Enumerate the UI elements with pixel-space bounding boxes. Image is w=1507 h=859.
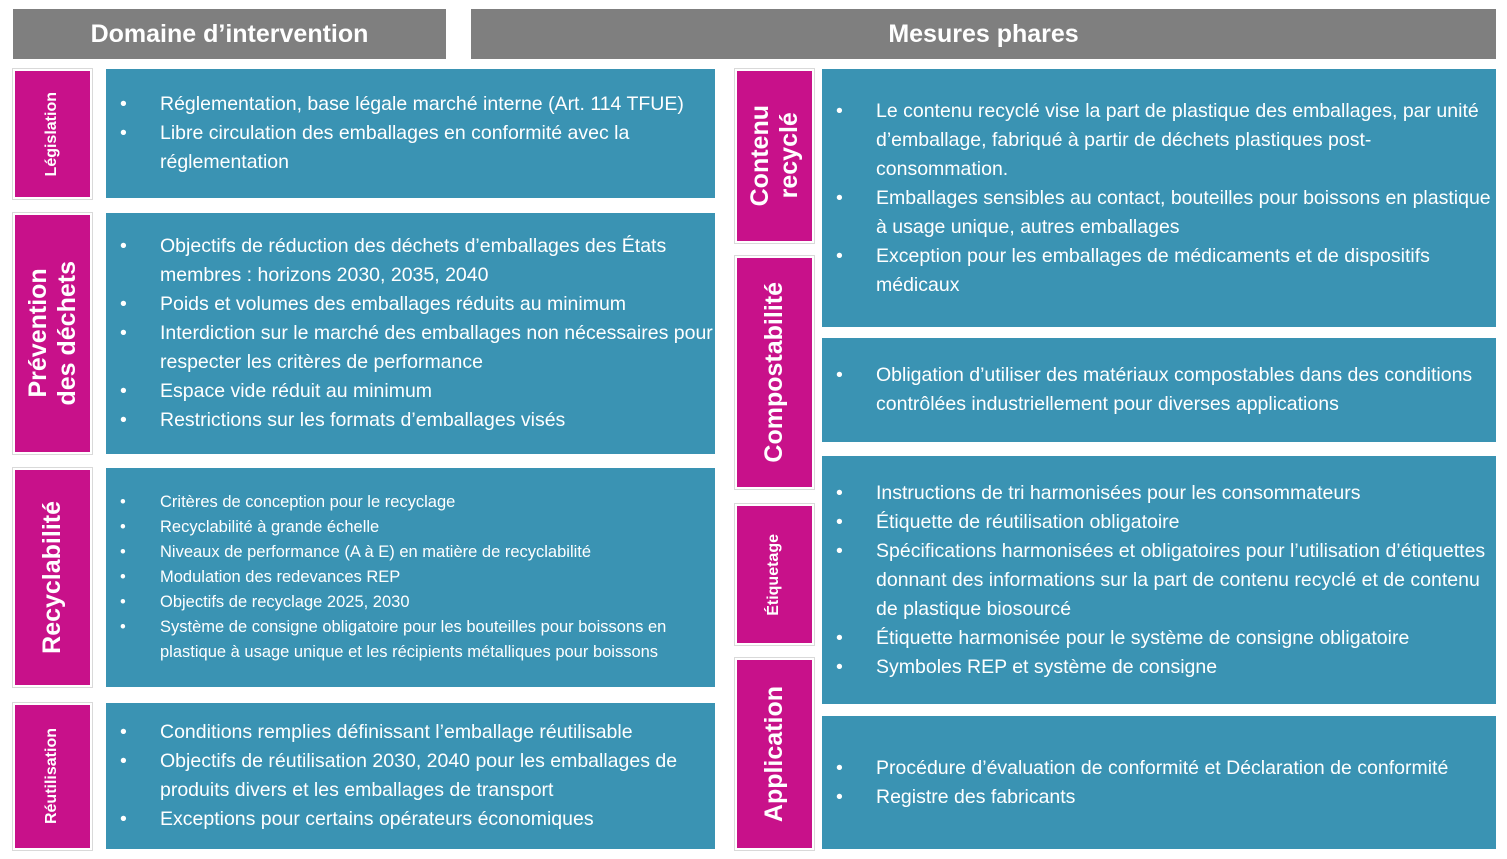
tag-etiquetage: Étiquetage	[734, 503, 815, 646]
list-item: Objectifs de recyclage 2025, 2030	[106, 590, 715, 615]
list-item: Étiquette harmonisée pour le système de …	[822, 624, 1496, 653]
tag-application: Application	[734, 657, 815, 851]
compostabilite-list: Obligation d’utiliser des matériaux comp…	[822, 361, 1496, 419]
recyclabilite-list: Critères de conception pour le recyclage…	[106, 490, 715, 665]
tag-legislation-label: Législation	[43, 91, 61, 177]
list-item: Poids et volumes des emballages réduits …	[106, 290, 715, 319]
tag-contenu-recycle: Contenu recyclé	[734, 68, 815, 244]
list-item: Objectifs de réutilisation 2030, 2040 po…	[106, 747, 715, 805]
list-item: Le contenu recyclé vise la part de plast…	[822, 97, 1496, 184]
header-domaine-label: Domaine d’intervention	[90, 19, 369, 48]
list-item: Niveaux de performance (A à E) en matièr…	[106, 540, 715, 565]
tag-recyclabilite-label: Recyclabilité	[38, 501, 67, 654]
list-item: Interdiction sur le marché des emballage…	[106, 319, 715, 377]
list-item: Critères de conception pour le recyclage	[106, 490, 715, 515]
box-reutilisation: Conditions remplies définissant l’emball…	[106, 703, 715, 849]
tag-compostabilite: Compostabilité	[734, 255, 815, 490]
list-item: Libre circulation des emballages en conf…	[106, 119, 715, 177]
list-item: Spécifications harmonisées et obligatoir…	[822, 537, 1496, 624]
tag-reutilisation-label: Réutilisation	[43, 728, 61, 825]
box-application: Procédure d’évaluation de conformité et …	[822, 716, 1496, 849]
tag-application-label: Application	[760, 685, 789, 823]
tag-etiquetage-label: Étiquetage	[765, 533, 783, 616]
contenu-recycle-list: Le contenu recyclé vise la part de plast…	[822, 97, 1496, 300]
list-item: Conditions remplies définissant l’emball…	[106, 718, 715, 747]
list-item: Symboles REP et système de consigne	[822, 653, 1496, 682]
tag-legislation: Législation	[12, 68, 93, 200]
tag-contenu-recycle-label: Contenu recyclé	[745, 105, 803, 207]
list-item: Système de consigne obligatoire pour les…	[106, 615, 715, 665]
box-prevention: Objectifs de réduction des déchets d’emb…	[106, 213, 715, 454]
legislation-list: Réglementation, base légale marché inter…	[106, 90, 715, 177]
reutilisation-list: Conditions remplies définissant l’emball…	[106, 718, 715, 834]
list-item: Procédure d’évaluation de conformité et …	[822, 754, 1496, 783]
list-item: Restrictions sur les formats d’emballage…	[106, 406, 715, 435]
header-domaine: Domaine d’intervention	[13, 9, 446, 59]
header-mesures-label: Mesures phares	[888, 19, 1079, 48]
list-item: Registre des fabricants	[822, 783, 1496, 812]
list-item: Objectifs de réduction des déchets d’emb…	[106, 232, 715, 290]
box-legislation: Réglementation, base légale marché inter…	[106, 69, 715, 198]
box-recyclabilite: Critères de conception pour le recyclage…	[106, 468, 715, 687]
list-item: Recyclabilité à grande échelle	[106, 515, 715, 540]
list-item: Réglementation, base légale marché inter…	[106, 90, 715, 119]
header-mesures: Mesures phares	[471, 9, 1496, 59]
list-item: Instructions de tri harmonisées pour les…	[822, 479, 1496, 508]
list-item: Emballages sensibles au contact, bouteil…	[822, 184, 1496, 242]
list-item: Obligation d’utiliser des matériaux comp…	[822, 361, 1496, 419]
box-compostabilite: Obligation d’utiliser des matériaux comp…	[822, 338, 1496, 442]
list-item: Modulation des redevances REP	[106, 565, 715, 590]
list-item: Exceptions pour certains opérateurs écon…	[106, 805, 715, 834]
list-item: Étiquette de réutilisation obligatoire	[822, 508, 1496, 537]
etiquetage-list: Instructions de tri harmonisées pour les…	[822, 479, 1496, 682]
tag-prevention-label: Prévention des déchets	[23, 261, 81, 406]
tag-prevention: Prévention des déchets	[12, 212, 93, 455]
tag-compostabilite-label: Compostabilité	[760, 282, 789, 463]
prevention-list: Objectifs de réduction des déchets d’emb…	[106, 232, 715, 435]
list-item: Exception pour les emballages de médicam…	[822, 242, 1496, 300]
tag-reutilisation: Réutilisation	[12, 702, 93, 851]
box-etiquetage: Instructions de tri harmonisées pour les…	[822, 456, 1496, 704]
tag-recyclabilite: Recyclabilité	[12, 467, 93, 688]
box-contenu-recycle: Le contenu recyclé vise la part de plast…	[822, 69, 1496, 327]
application-list: Procédure d’évaluation de conformité et …	[822, 754, 1496, 812]
list-item: Espace vide réduit au minimum	[106, 377, 715, 406]
